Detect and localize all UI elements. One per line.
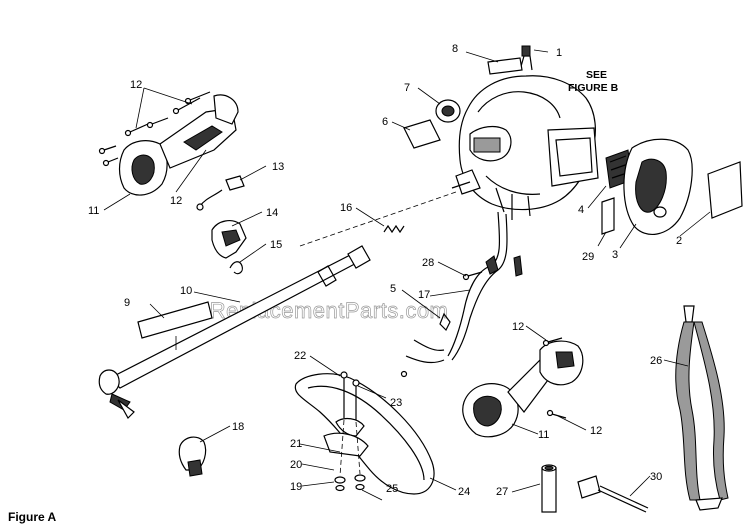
part-7-nut (435, 99, 461, 123)
part-3-air-cover (623, 138, 693, 235)
callout-24: 24 (458, 486, 470, 498)
part-11-lower-handle (462, 340, 584, 438)
callout-22: 22 (294, 350, 306, 362)
part-29-gasket (601, 197, 615, 235)
callout-14: 14 (266, 207, 278, 219)
callout-2: 2 (676, 235, 682, 247)
bolts-19-to-25 (334, 371, 366, 492)
figure-label: Figure A (8, 510, 57, 524)
callout-28: 28 (422, 257, 434, 269)
callout-29: 29 (582, 251, 594, 263)
part-9-decal (137, 301, 213, 339)
callout-20: 20 (290, 459, 302, 471)
callout-10: 10 (180, 285, 192, 297)
part-30-scrench (577, 475, 649, 513)
part-6-label (403, 119, 441, 149)
callout-13: 13 (272, 161, 284, 173)
callout-19: 19 (290, 481, 302, 493)
callout-1: 1 (556, 47, 562, 59)
part-10-drive-shaft (98, 245, 371, 419)
callout-16: 16 (340, 202, 352, 214)
see-note-line2: FIGURE B (568, 82, 619, 94)
callout-12-right-bottom: 12 (590, 425, 602, 437)
part-12-screws-lower (542, 337, 567, 419)
callout-7: 7 (404, 82, 410, 94)
callout-11-left: 11 (88, 205, 99, 217)
callout-15: 15 (270, 239, 282, 251)
callout-6: 6 (382, 116, 388, 128)
part-17-wiring-harness (400, 211, 523, 378)
leader-lines (103, 49, 711, 501)
see-figure-b-note: SEE FIGURE B (568, 69, 619, 94)
part-2-decal (707, 161, 743, 219)
part-28-screw (462, 271, 483, 281)
part-11-upper-handle (118, 94, 239, 196)
callout-27: 27 (496, 486, 508, 498)
callout-labels: 1 8 7 6 12 11 12 13 14 15 16 4 29 3 2 28… (88, 43, 682, 498)
callout-12-right-top: 12 (512, 321, 524, 333)
callout-25: 25 (386, 483, 398, 495)
part-16-spring (383, 224, 405, 234)
shaft-axis-line (299, 191, 457, 247)
callout-12-top: 12 (130, 79, 142, 91)
part-14-trigger (211, 220, 247, 259)
part-26-shoulder-strap (675, 305, 729, 511)
callout-5: 5 (390, 283, 396, 295)
callout-18: 18 (232, 421, 244, 433)
callout-26: 26 (650, 355, 662, 367)
part-27-spark-wrench (541, 464, 557, 513)
callout-3: 3 (612, 249, 618, 261)
see-note-line1: SEE (586, 69, 607, 81)
engine-assembly (451, 45, 599, 220)
callout-11-right: 11 (538, 429, 549, 441)
part-8-decal (487, 57, 523, 75)
part-15-spring (229, 261, 243, 275)
callout-12-mid: 12 (170, 195, 182, 207)
callout-23: 23 (390, 397, 402, 409)
callout-4: 4 (578, 204, 584, 216)
callout-30: 30 (650, 471, 662, 483)
callout-8: 8 (452, 43, 458, 55)
callout-21: 21 (290, 438, 302, 450)
part-12-screws-top (98, 91, 211, 167)
part-13-throttle-parts (196, 175, 245, 211)
callout-9: 9 (124, 297, 130, 309)
part-18-clamp (178, 436, 207, 477)
callout-17: 17 (418, 289, 430, 301)
